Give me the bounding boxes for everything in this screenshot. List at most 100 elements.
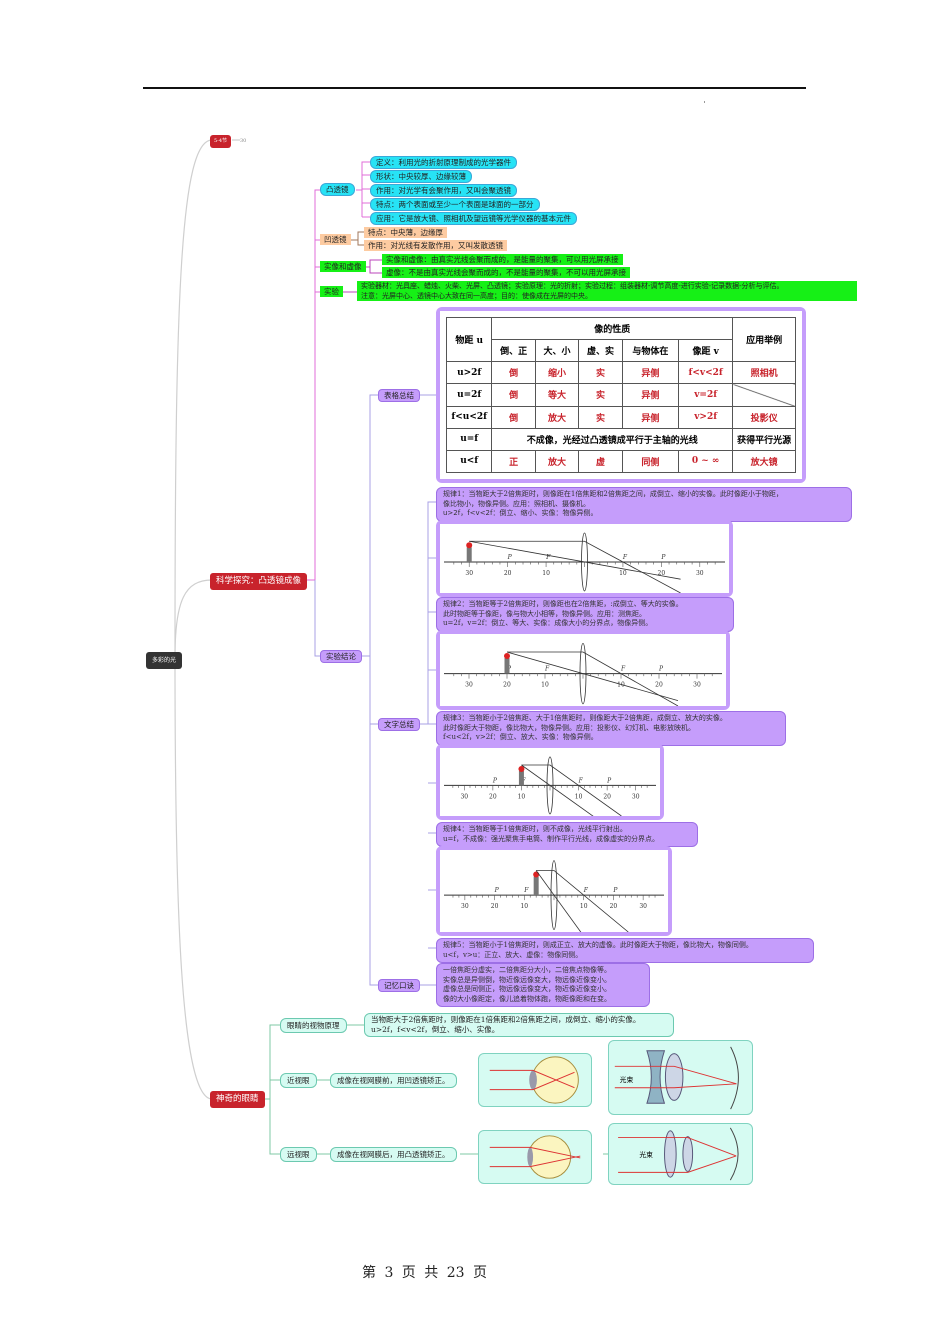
table-summary-node[interactable]: 表格总结 [378, 389, 420, 402]
section-node-eye[interactable]: 神奇的眼睛 [210, 1091, 265, 1108]
hyperopia-desc[interactable]: 成像在视网膜后，用凸透镜矫正。 [330, 1147, 457, 1162]
cell: 放大 [534, 405, 580, 429]
convex-lens-node[interactable]: 凸透镜 [320, 183, 355, 196]
section-node-top[interactable]: 5-4节 [210, 135, 232, 148]
concave-lens-node[interactable]: 凹透镜 [320, 234, 351, 245]
light-rays [489, 1146, 581, 1168]
header-rule [143, 87, 806, 89]
rule-3[interactable]: 规律3：当物距小于2倍焦距、大于1倍焦距时，则像距大于2倍焦距，成倒立、放大的实… [436, 711, 786, 746]
rule-line: 规律5：当物距小于1倍焦距时，则成正立、放大的虚像。此时像距大于物距，像比物大，… [443, 941, 753, 949]
axis-tick-label: 30 [460, 793, 468, 800]
real-virtual-item[interactable]: 虚像：不是由真实光线会聚而成的，不是能量的聚集，不可以用光屏承接 [382, 267, 630, 278]
focal-point-label: F [622, 554, 628, 561]
rule-line: 规律3：当物距小于2倍焦距、大于1倍焦距时，则像距大于2倍焦距，成倒立、放大的实… [443, 714, 727, 722]
cell: 0 ~ ∞ [678, 449, 734, 474]
concave-item[interactable]: 作用：对光线有发散作用，又叫发散透镜 [364, 240, 507, 251]
cell: 等大 [534, 383, 580, 407]
cell: f<v<2f [678, 361, 734, 385]
memo-line: 虚像总是同侧正，物远像远像变大，物近像近像变小。 [443, 985, 611, 993]
axis-tick-label: 10 [542, 570, 550, 577]
light-rays [506, 651, 679, 707]
light-rays [489, 1069, 575, 1091]
cell: 同侧 [621, 449, 680, 474]
lens-table-card: 物距 u 像的性质 应用举例 倒、正 大、小 虚、实 与物体在 像距 v u>2… [436, 307, 806, 483]
eyeball-icon [527, 1135, 572, 1179]
convex-item[interactable]: 应用：它是放大镜、照相机及望远镜等光学仪器的基本元件 [370, 212, 577, 225]
rule-4[interactable]: 规律4：当物距等于1倍焦距时，则不成像，光线平行射出。 u=f，不成像：强光聚焦… [436, 822, 698, 847]
real-virtual-item[interactable]: 实像和虚像：由真实光线会聚而成的，是能量的聚集，可以用光屏承接 [382, 254, 623, 265]
convex-item[interactable]: 形状：中央较厚、边缘较薄 [370, 170, 472, 183]
text-summary-node[interactable]: 文字总结 [378, 718, 420, 731]
root-node[interactable]: 多彩的光 [146, 652, 183, 669]
rule-line: 像比物小，物像异侧。应用：照相机、摄像机。 [443, 499, 590, 508]
cell: 倒 [491, 405, 536, 429]
sub-header: 与物体在 [621, 339, 680, 363]
rule-line: 此时物距等于像距，像与物大小相等，物像异侧。应用：测焦距。 [443, 609, 646, 618]
cell: 实 [578, 405, 623, 429]
focal-point-label: P [660, 554, 666, 561]
experiment-node[interactable]: 实验 [320, 286, 343, 297]
axis-tick-label: 30 [632, 793, 640, 800]
myopia-desc[interactable]: 成像在视网膜前，用凹透镜矫正。 [330, 1073, 457, 1088]
axis-tick-label: 30 [696, 570, 704, 577]
experiment-detail[interactable]: 实验器材：光具座、蜡烛、火柴、光屏、凸透镜；实验原理：光的折射；实验过程：组装器… [357, 281, 857, 301]
cell: 实 [578, 361, 623, 385]
conclusion-node[interactable]: 实验结论 [320, 650, 362, 663]
hyperopia-node[interactable]: 远视眼 [280, 1147, 317, 1162]
table-row: f<u<2f 倒 放大 实 异侧 v>2f 投影仪 [445, 405, 796, 429]
axis-tick-label: 10 [619, 570, 627, 577]
candle-icon [518, 771, 524, 786]
rule-1[interactable]: 规律1：当物距大于2倍焦距时，则像距在1倍焦距和2倍焦距之间，成倒立、缩小的实像… [436, 487, 852, 522]
axis-tick-label: 30 [461, 903, 469, 910]
sub-header: 像距 v [678, 339, 734, 363]
focal-point-label: P [507, 554, 513, 561]
real-virtual-node[interactable]: 实像和虚像 [320, 261, 366, 272]
collapsed-count-badge[interactable]: 30 [240, 138, 247, 144]
axis-tick-label: 20 [489, 793, 497, 800]
myopia-node[interactable]: 近视眼 [280, 1073, 317, 1088]
eye-principle-detail[interactable]: 当物距大于2倍焦距时，则像距在1倍焦距和2倍焦距之间，成倒立、缩小的实像。 u>… [364, 1013, 674, 1037]
axis-tick-label: 30 [465, 570, 473, 577]
focal-point-label: P [606, 777, 612, 784]
memo-line: 一倍焦距分虚实，二倍焦距分大小，二倍焦点物像等。 [443, 966, 611, 974]
convex-item[interactable]: 作用：对光学有会聚作用，又叫会聚透镜 [370, 184, 517, 197]
concave-item[interactable]: 特点：中央薄，边缘厚 [364, 227, 447, 238]
cell-u: u=f [445, 427, 493, 451]
eye-lens-icon [527, 1147, 534, 1167]
table-row: u>2f 倒 缩小 实 异侧 f<v<2f 照相机 [445, 361, 796, 385]
convex-item[interactable]: 定义：利用光的折射原理制成的光学器件 [370, 156, 517, 169]
convex-item[interactable]: 特点：两个表面或至少一个表面是球面的一部分 [370, 198, 540, 211]
memo-node[interactable]: 记忆口诀 [378, 979, 420, 992]
eye-principle-node[interactable]: 眼睛的视物原理 [280, 1018, 347, 1033]
focal-point-label: P [612, 887, 618, 894]
cell-app: 照相机 [732, 361, 796, 385]
cell-merged: 不成像，光经过凸透镜成平行于主轴的光线 [491, 427, 734, 451]
hyperopia-eye-image [478, 1130, 592, 1184]
focal-point-label: F [578, 777, 584, 784]
flame-icon [533, 871, 540, 878]
rule-line: u=f，不成像：强光聚焦手电筒、制作平行光线，成像虚实的分界点。 [443, 834, 659, 843]
rule-line: 规律4：当物距等于1倍焦距时，则不成像，光线平行射出。 [443, 825, 627, 833]
axis-tick-label: 10 [520, 903, 528, 910]
beam-label: 光束 [620, 1075, 634, 1084]
section-node-science[interactable]: 科学探究：凸透镜成像 [210, 573, 308, 590]
axis-tick-label: 10 [541, 682, 549, 689]
cell-app-empty [732, 383, 796, 407]
experiment-line: 注意：光屏中心、透镜中心大致在同一高度；目的：使像成在光屏的中央。 [361, 292, 592, 300]
sub-header: 倒、正 [491, 339, 536, 363]
cell: 倒 [491, 361, 536, 385]
focal-point-label: P [494, 887, 500, 894]
sub-header: 虚、实 [578, 339, 623, 363]
memo-box[interactable]: 一倍焦距分虚实，二倍焦距分大小，二倍焦点物像等。 实像总是异侧倒，物近像远像变大… [436, 963, 650, 1007]
flame-icon [504, 653, 510, 659]
rule-2[interactable]: 规律2：当物距等于2倍焦距时，则像距也在2倍焦距，:成倒立、等大的实像。 此时物… [436, 597, 734, 632]
cell: 正 [491, 449, 536, 474]
axis-tick-label: 30 [465, 682, 473, 689]
candle-icon [504, 658, 510, 674]
axis-tick-label: 20 [603, 793, 611, 800]
rule-line: u>2f，f<v<2f：倒立、缩小、实像：物像异侧。 [443, 509, 598, 517]
axis-tick-label: 30 [639, 903, 647, 910]
rule-5[interactable]: 规律5：当物距小于1倍焦距时，则成正立、放大的虚像。此时像距大于物距，像比物大，… [436, 938, 814, 963]
